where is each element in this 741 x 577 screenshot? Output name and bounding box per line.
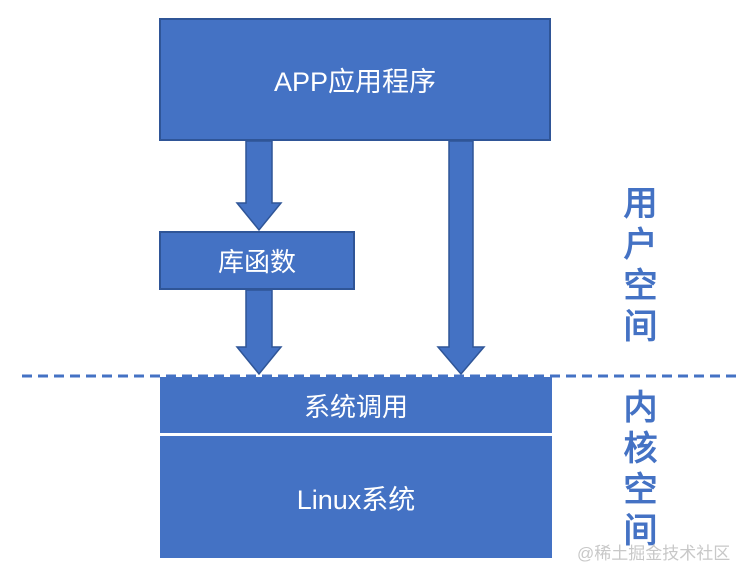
app-box: APP应用程序: [159, 18, 551, 141]
system-call-box-label: 系统调用: [303, 391, 408, 422]
library-functions-box: 库函数: [159, 231, 355, 290]
arrow-lib-to-syscall-icon: [235, 289, 283, 376]
arrow-app-to-syscall-icon: [436, 140, 486, 376]
system-call-box: 系统调用: [160, 377, 552, 433]
user-space-label: 用户空间: [618, 185, 656, 349]
kernel-space-label: 内核空间: [618, 389, 656, 553]
library-functions-box-label: 库函数: [217, 247, 296, 277]
linux-system-box-label: Linux系统: [296, 484, 416, 515]
watermark-text: @稀土掘金技术社区: [577, 544, 731, 563]
app-box-label: APP应用程序: [273, 67, 437, 97]
linux-system-box: Linux系统: [160, 436, 552, 558]
arrow-app-to-lib-icon: [235, 140, 283, 232]
